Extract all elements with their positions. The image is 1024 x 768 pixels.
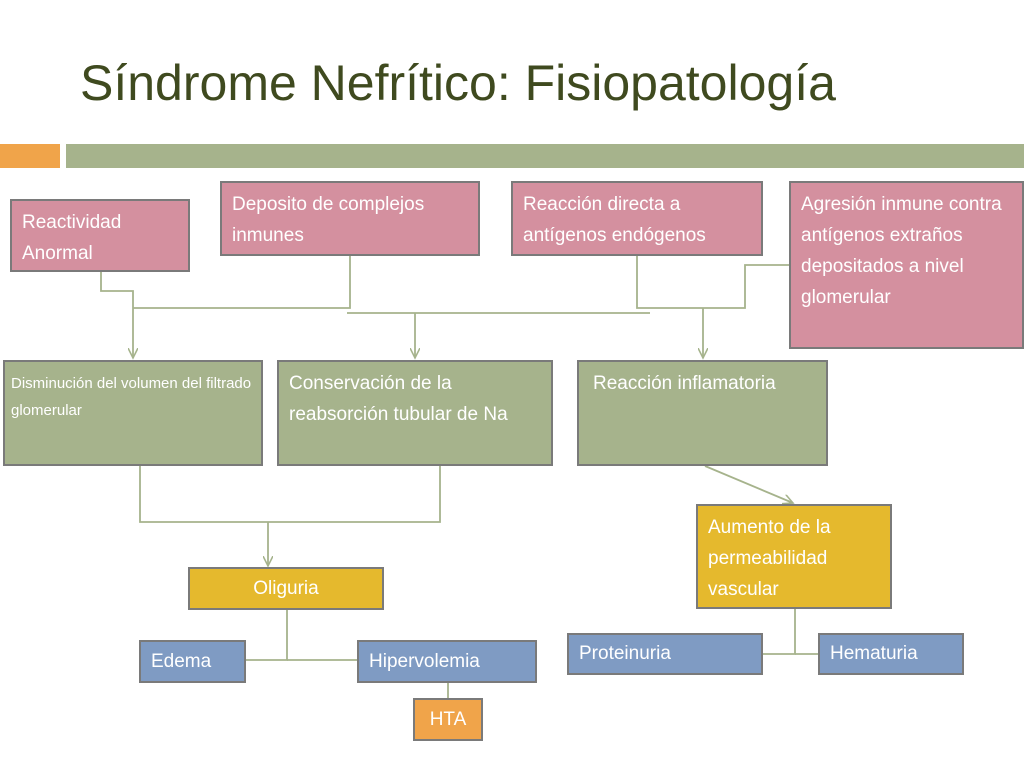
page-title: Síndrome Nefrítico: Fisiopatología	[80, 55, 836, 111]
node-aumento-permeabilidad: Aumento de la permeabilidad vascular	[696, 504, 892, 609]
connector-reactividad	[100, 272, 134, 308]
node-disminucion-filtrado: Disminución del volumen del filtrado glo…	[3, 360, 263, 466]
accent-bar-green	[66, 144, 1024, 168]
node-deposito-complejos: Deposito de complejos inmunes	[220, 181, 480, 256]
node-hipervolemia: Hipervolemia	[357, 640, 537, 683]
node-oliguria: Oliguria	[188, 567, 384, 610]
connector-reaccion-directa	[636, 256, 703, 309]
connector-disminucion	[139, 466, 268, 523]
connector-inflamatoria-arrow	[704, 465, 793, 503]
accent-bar-orange	[0, 144, 60, 168]
node-edema: Edema	[139, 640, 246, 683]
connector-oliguria-branch	[246, 610, 288, 661]
node-conservacion-reabsorcion: Conservación de la reabsorción tubular d…	[277, 360, 553, 466]
connector-conservacion	[268, 466, 441, 523]
node-proteinuria: Proteinuria	[567, 633, 763, 675]
node-reactividad-anormal: Reactividad Anormal	[10, 199, 190, 272]
connector-agresion	[703, 264, 790, 309]
node-reaccion-inflamatoria: Reacción inflamatoria	[577, 360, 828, 466]
node-hematuria: Hematuria	[818, 633, 964, 675]
node-reaccion-directa: Reacción directa a antígenos endógenos	[511, 181, 763, 256]
node-agresion-inmune: Agresión inmune contra antígenos extraño…	[789, 181, 1024, 349]
node-hta: HTA	[413, 698, 483, 741]
connector-permeabilidad-branch	[762, 608, 796, 655]
